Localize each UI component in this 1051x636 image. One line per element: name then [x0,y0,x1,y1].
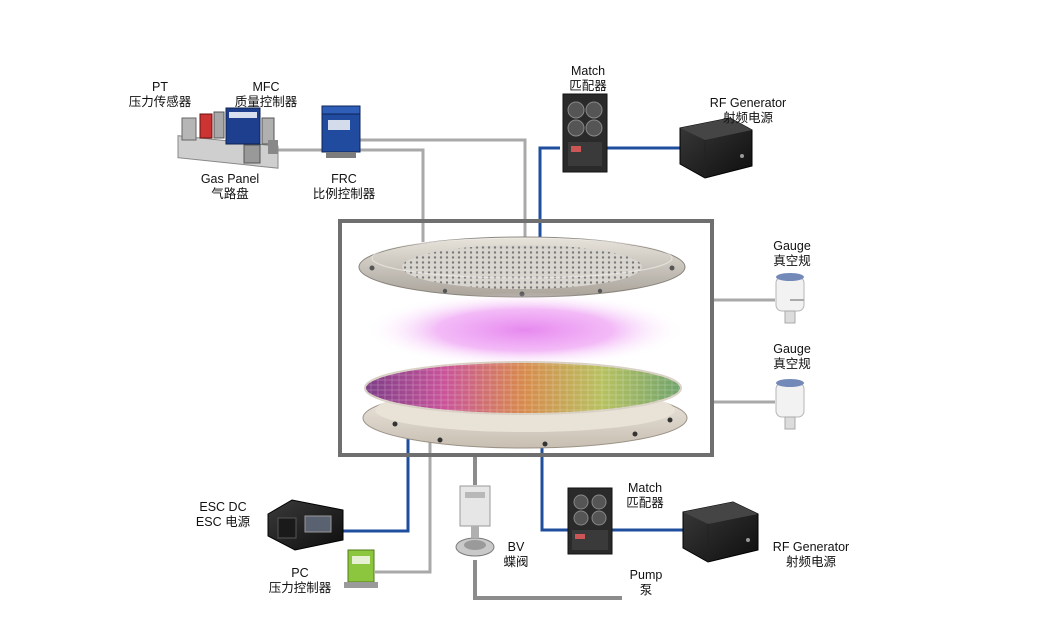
esc-label: ESC DC ESC 电源 [196,500,250,530]
frc-label-en: FRC [331,172,357,186]
showerhead-icon [358,236,686,298]
gauge-1-label-zh: 真空规 [773,254,811,268]
rf-top-label-en: RF Generator [709,96,787,110]
pump-line [473,457,622,600]
rf-bottom-label-zh: 射频电源 [785,555,837,569]
match-icon [562,93,608,173]
rf-lines [343,146,685,533]
match-bottom-label: Match 匹配器 [626,481,664,511]
match-bottom-label-en: Match [627,481,663,495]
esc-label-zh: ESC 电源 [195,515,251,529]
frc-icon [321,105,361,158]
gauge-2-label-en: Gauge [773,342,811,356]
pressure-controller-icon [344,549,378,588]
gauge-1-label: Gauge 真空规 [773,239,811,269]
wafer-icon [364,361,682,415]
pump-label: Pump 泵 [630,568,663,598]
pt-label-en: PT [152,80,168,94]
pc-label-en: PC [291,566,309,580]
pc-label-zh: 压力控制器 [268,581,332,595]
gauge-2-label-zh: 真空规 [773,357,811,371]
gas-line-frc-to-chamber [360,148,425,242]
gauge-icon [775,273,805,324]
rf-top-label: RF Generator 射频电源 [710,96,786,126]
butterfly-valve-icon [455,485,495,557]
pt-label-zh: 压力传感器 [128,95,192,109]
pt-label: PT 压力传感器 [129,80,192,110]
gas-panel-label: Gas Panel 气路盘 [201,172,259,202]
esc-label-en: ESC DC [199,500,247,514]
esc-power-icon [267,499,344,551]
match-top-label-zh: 匹配器 [569,79,607,93]
match-top-label: Match 匹配器 [569,64,607,94]
bv-label: BV 蝶阀 [503,540,528,570]
pc-label: PC 压力控制器 [269,566,332,596]
match-top-label-en: Match [570,64,606,78]
bv-label-en: BV [507,540,525,554]
pump-line-path-2 [473,560,622,600]
match-bottom-label-zh: 匹配器 [626,496,664,510]
rf-bottom-label: RF Generator 射频电源 [773,540,849,570]
mfc-label: MFC 质量控制器 [235,80,298,110]
gas-panel-label-zh: 气路盘 [211,187,249,201]
plasma-glow [365,292,685,368]
gas-lines [275,138,775,574]
gas-line-top-to-chamber [360,138,527,237]
pc-line [375,435,432,574]
frc-label: FRC 比例控制器 [313,172,376,202]
rf-top-label-zh: 射频电源 [722,111,774,125]
rf-bottom-label-en: RF Generator [772,540,850,554]
pump-label-en: Pump [629,568,663,582]
gauge-1-label-en: Gauge [773,239,811,253]
bv-label-zh: 蝶阀 [503,555,529,569]
mfc-label-en: MFC [252,80,280,94]
esc-line [343,435,410,533]
pump-label-zh: 泵 [639,583,653,597]
gauge-icon [775,379,805,430]
gauge-2-label: Gauge 真空规 [773,342,811,372]
rf-generator-icon [679,117,753,179]
gas-panel-icon [177,107,279,169]
mfc-label-zh: 质量控制器 [234,95,298,109]
frc-label-zh: 比例控制器 [312,187,376,201]
rf-line-match-top-to-chamber [538,146,560,245]
process-chamber [338,219,714,457]
gas-panel-label-en: Gas Panel [200,172,260,186]
match-icon [567,487,613,555]
rf-line-chamber-to-match-bottom [540,438,568,532]
rf-generator-icon [682,501,759,563]
